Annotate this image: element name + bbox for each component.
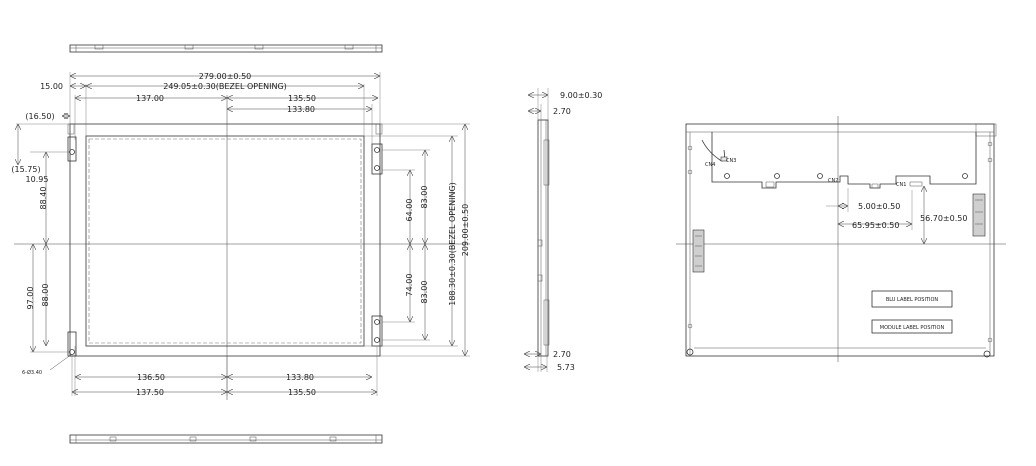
right-cable-block <box>972 193 986 237</box>
mount-hole <box>374 337 380 343</box>
blu-label-text: BLU LABEL POSITION <box>886 297 939 303</box>
label-cn4: CN4 <box>705 162 715 168</box>
mount-hole <box>374 319 380 325</box>
dim-bottom-left-outer: 137.50 <box>136 388 164 397</box>
module-label-text: MODULE LABEL POSITION <box>880 325 945 331</box>
dim-right-8300-bottom: 83.00 <box>420 281 429 304</box>
dim-right-8300-top: 83.00 <box>420 186 429 209</box>
active-area <box>88 138 362 344</box>
rear-view: CN3 CN4 CN2 CN1 BLU LABEL POSITION MODUL… <box>676 116 1006 362</box>
dim-bottom-right-outer: 135.50 <box>288 388 316 397</box>
dim-bottom-573: 5.73 <box>557 363 575 372</box>
dim-5670: 56.70±0.50 <box>920 214 967 223</box>
front-view: 279.00±0.50 15.00 249.05±0.30(BEZEL OPEN… <box>11 72 470 400</box>
side-outline <box>537 119 549 357</box>
dim-right-half-top-inner: 133.80 <box>287 105 315 114</box>
dim-top-270: 2.70 <box>553 107 571 116</box>
dim-bezel-opening-height: 188.30±0.30(BEZEL OPENING) <box>448 182 457 306</box>
dim-left-9700: 97.00 <box>26 287 35 310</box>
dim-overall-height: 209.00±0.50 <box>461 204 470 257</box>
dim-bezel-opening-width: 249.05±0.30(BEZEL OPENING) <box>163 82 287 91</box>
dim-left-1095: 10.95 <box>26 175 49 184</box>
dim-left-8840: 88.40 <box>39 187 48 210</box>
side-view: 9.00±0.30 2.70 2.70 5.73 <box>524 88 602 372</box>
mount-tab <box>67 136 77 162</box>
dim-right-half-top-outer: 135.50 <box>288 94 316 103</box>
bezel-opening <box>85 135 365 347</box>
bottom-edge-view <box>69 434 383 444</box>
dim-thickness: 9.00±0.30 <box>560 91 602 100</box>
dim-bottom-270: 2.70 <box>553 350 571 359</box>
dim-bottom-left-inner: 136.50 <box>137 373 165 382</box>
label-cn3: CN3 <box>726 158 736 164</box>
mount-hole <box>374 165 380 171</box>
dim-bottom-right-inner: 133.80 <box>286 373 314 382</box>
pcb-outline <box>711 132 977 189</box>
mount-hole <box>374 147 380 153</box>
label-cn1: CN1 <box>896 182 906 188</box>
blu-label-box <box>871 290 953 308</box>
dim-margin-left: 15.00 <box>40 82 63 91</box>
label-cn2: CN2 <box>828 178 838 184</box>
mount-tab <box>371 315 383 347</box>
module-outline <box>69 123 381 357</box>
dim-ref-1575: (15.75) <box>11 165 40 174</box>
dim-6595: 65.95±0.50 <box>852 221 899 230</box>
rear-outline <box>685 123 995 357</box>
dim-ref-1650: (16.50) <box>25 112 54 121</box>
hole-note: 6-Ø3.40 <box>22 369 42 376</box>
dim-left-8800: 88.00 <box>41 284 50 307</box>
top-edge-view <box>69 44 383 53</box>
mount-tab <box>371 143 383 175</box>
dim-right-7400: 74.00 <box>405 274 414 297</box>
dim-overall-width: 279.00±0.50 <box>199 72 252 81</box>
dim-right-6400: 64.00 <box>405 199 414 222</box>
module-label-box <box>871 319 953 334</box>
dim-left-half-top: 137.00 <box>136 94 164 103</box>
dim-500: 5.00±0.50 <box>858 202 900 211</box>
left-cable-block <box>692 229 705 273</box>
